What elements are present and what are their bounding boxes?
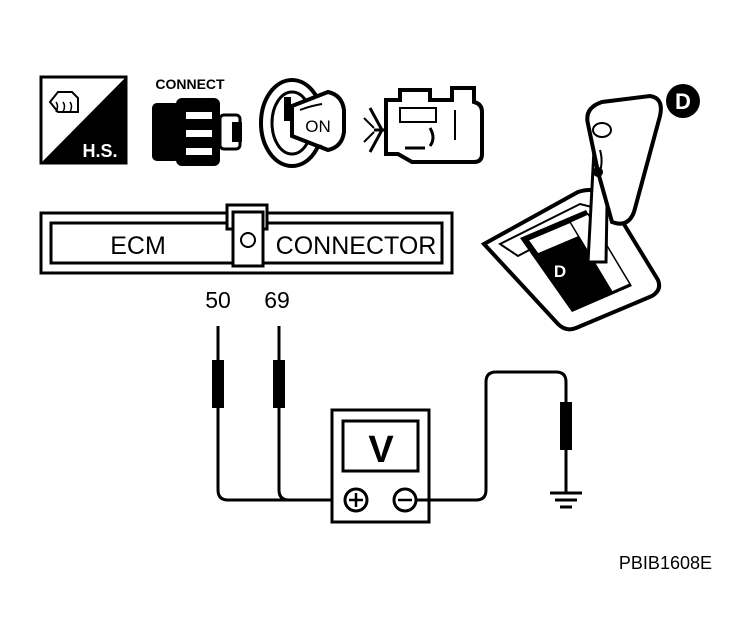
position-badge	[666, 84, 700, 118]
hot-soak-icon: H.S.	[39, 75, 128, 165]
ignition-on-label: ON	[305, 117, 331, 136]
probe-lead-terminal-69	[273, 326, 290, 502]
voltmeter: V	[330, 408, 431, 524]
connector-label: CONNECTOR	[276, 232, 437, 260]
figure-code: PBIB1608E	[619, 553, 712, 573]
ecm-connector: ECM CONNECTOR	[39, 203, 454, 275]
engine-icon	[363, 86, 484, 164]
ground-icon	[550, 491, 582, 509]
shift-lever-illustration: D D	[480, 84, 700, 332]
connect-label: CONNECT	[155, 76, 225, 92]
connect-icon: CONNECT	[152, 76, 242, 166]
ground-lead	[416, 370, 572, 502]
gate-letter-d: D	[554, 262, 566, 281]
terminal-69-label: 69	[264, 287, 290, 313]
hot-soak-label: H.S.	[82, 141, 117, 161]
ecm-label: ECM	[110, 232, 166, 260]
probe-lead-positive	[212, 326, 340, 502]
voltmeter-display: V	[368, 429, 394, 471]
terminal-50-label: 50	[205, 287, 231, 313]
position-badge-label: D	[675, 89, 691, 114]
ignition-on-icon: ON	[259, 78, 346, 168]
